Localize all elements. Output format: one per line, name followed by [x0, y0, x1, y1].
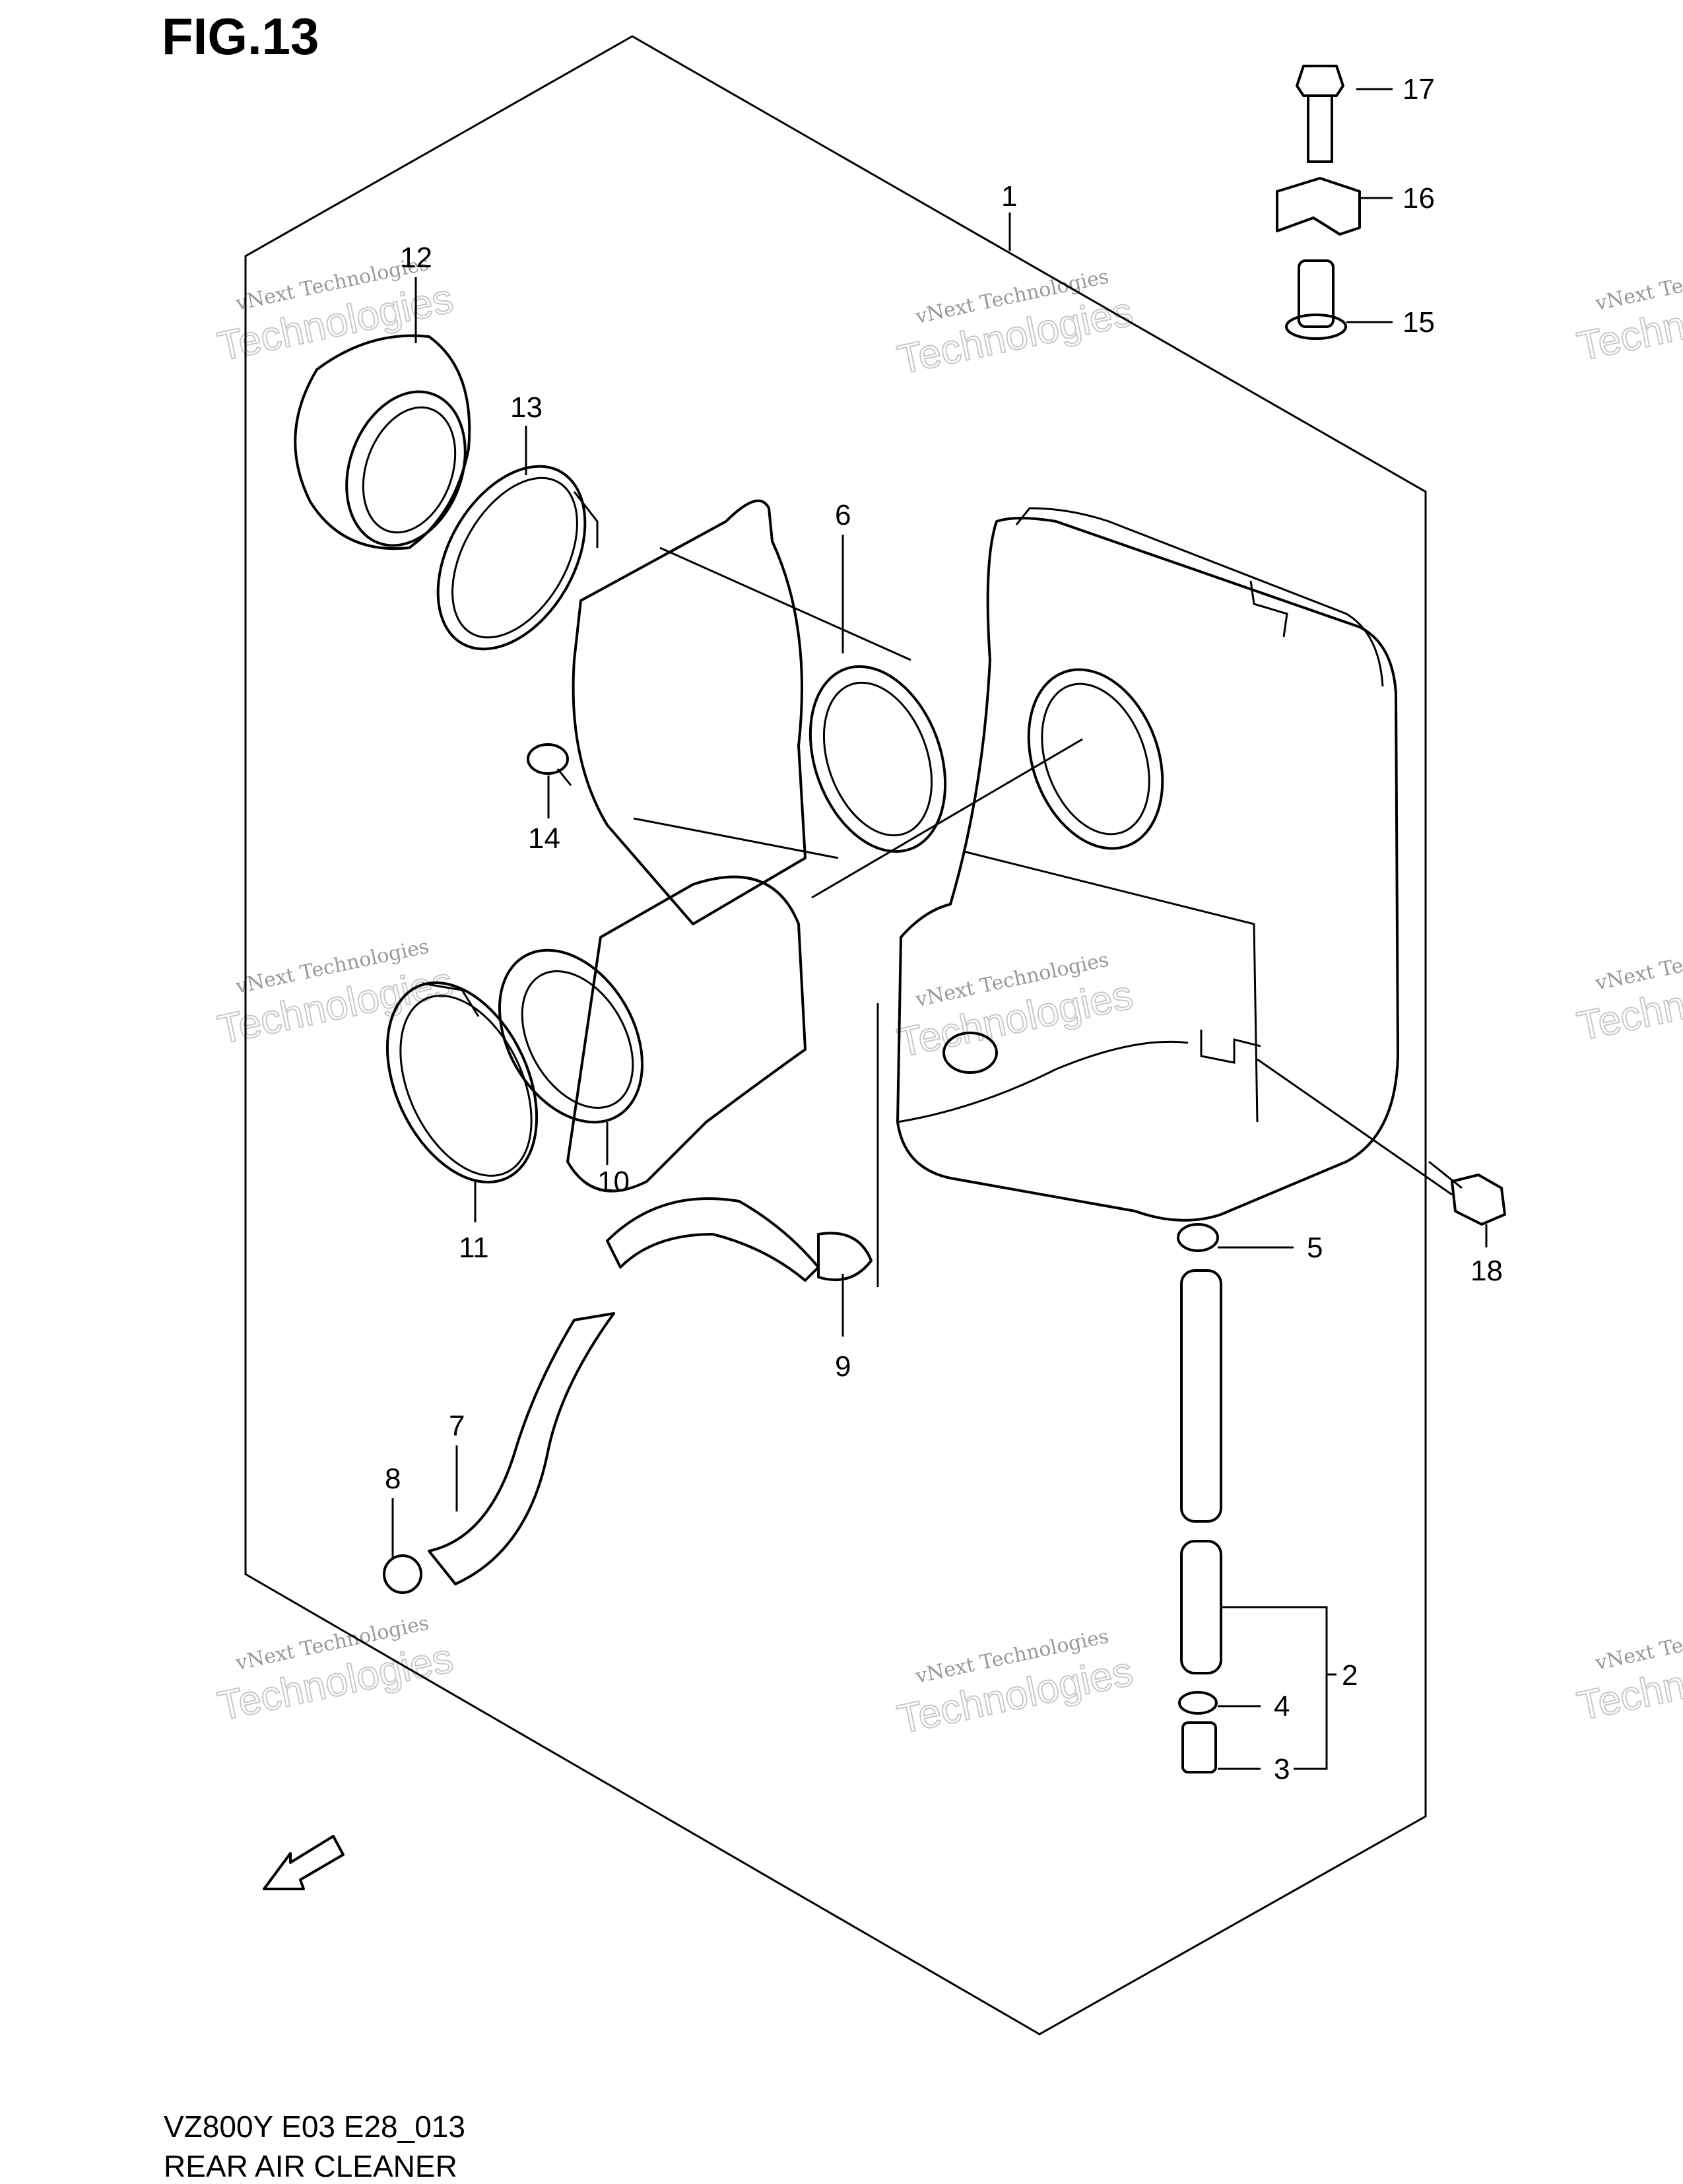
callout-10: 10 — [597, 1166, 630, 1198]
watermark: vNext Technologies Technologies — [893, 265, 1137, 384]
watermark: vNext Technologies Technologies — [1573, 932, 1683, 1051]
bolt-collar-bracket — [1276, 65, 1361, 340]
callout-labels: 1 2 3 4 5 6 7 8 9 10 11 12 13 14 15 16 1… — [385, 73, 1503, 1785]
watermark: vNext Technologies Technologies — [213, 1612, 457, 1731]
callout-1: 1 — [1001, 180, 1017, 213]
clip-8 — [383, 1554, 422, 1594]
drain-plug-assembly — [1177, 1223, 1222, 1773]
rubber-boot — [294, 334, 471, 550]
diagram-name: REAR AIR CLEANER — [164, 2149, 457, 2183]
watermark: vNext Technologies Technologies — [1573, 252, 1683, 371]
callout-18: 18 — [1470, 1255, 1503, 1287]
watermark: vNext Technologies Technologies — [1573, 1612, 1683, 1731]
callout-2: 2 — [1342, 1659, 1358, 1692]
model-code: VZ800Y E03 E28_013 — [164, 2109, 465, 2144]
watermark-group: vNext Technologies Technologies vNext Te… — [213, 252, 1683, 1744]
callout-14: 14 — [528, 822, 560, 855]
screw-14 — [527, 743, 572, 786]
fwd-label: FWD — [295, 1847, 332, 1878]
assembly-boundary — [244, 35, 1427, 2035]
callout-6: 6 — [835, 499, 851, 531]
callout-11: 11 — [459, 1232, 489, 1264]
callout-4: 4 — [1274, 1690, 1290, 1723]
air-cleaner-case — [876, 507, 1399, 1287]
clamp-11 — [385, 981, 539, 1184]
leader-lines — [391, 88, 1488, 1770]
forward-arrow: FWD — [263, 1835, 345, 1890]
callout-17: 17 — [1402, 73, 1435, 106]
callout-15: 15 — [1402, 306, 1435, 339]
callout-9: 9 — [835, 1350, 851, 1383]
watermark: vNext Technologies Technologies — [893, 948, 1137, 1067]
filter-element — [572, 499, 1083, 925]
intake-duct — [498, 875, 807, 1193]
callout-7: 7 — [449, 1410, 465, 1442]
figure-title: FIG.13 — [162, 7, 319, 65]
callout-8: 8 — [385, 1463, 401, 1495]
bolt-18 — [1428, 1160, 1506, 1226]
callout-13: 13 — [510, 391, 543, 424]
clamp-13 — [436, 465, 599, 651]
callout-5: 5 — [1307, 1232, 1323, 1264]
callout-3: 3 — [1274, 1753, 1290, 1785]
callout-12: 12 — [400, 242, 432, 274]
callout-16: 16 — [1402, 182, 1435, 215]
clamp-9 — [817, 1232, 873, 1282]
watermark: vNext Technologies Technologies — [893, 1625, 1137, 1744]
